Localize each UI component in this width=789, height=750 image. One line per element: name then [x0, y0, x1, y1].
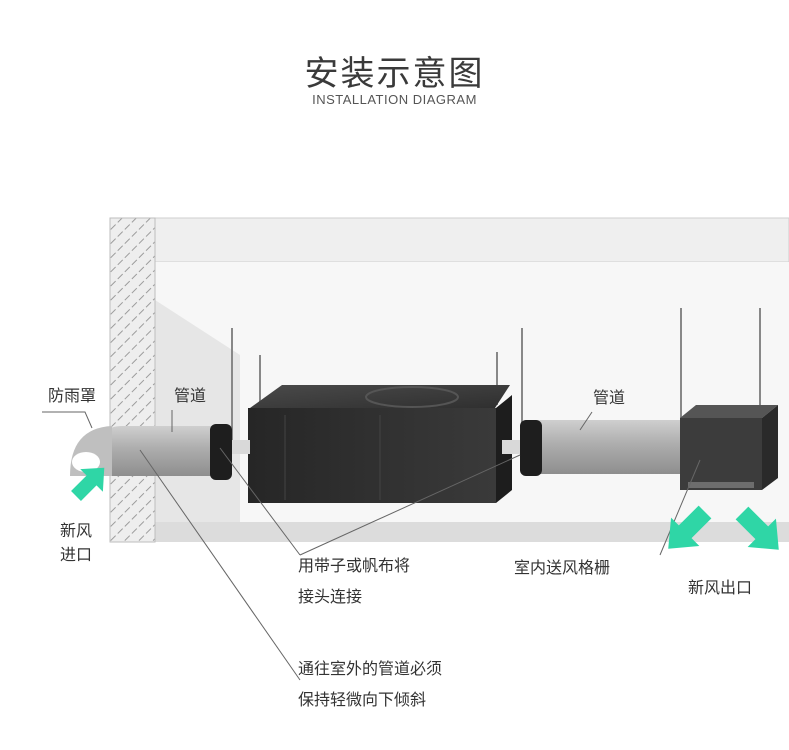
left-duct-label: 管道 — [174, 386, 207, 405]
page-title: 安装示意图 — [304, 54, 485, 94]
inlet-arrow-icon — [71, 467, 105, 501]
fresh-air-inlet-label-line2: 进口 — [60, 545, 93, 564]
indoor-grille-box — [680, 405, 778, 490]
outlet-arrow-right-icon — [735, 506, 779, 550]
tape-connection-note-line2: 接头连接 — [298, 587, 363, 606]
outlet-arrow-left-icon — [668, 505, 712, 549]
fresh-air-inlet-label-line1: 新风 — [60, 521, 93, 540]
ceiling-slab — [109, 217, 789, 263]
outer-wall-hatched — [109, 217, 156, 543]
left-duct — [70, 424, 232, 480]
right-duct — [520, 420, 683, 476]
rain-cover — [100, 426, 222, 476]
ventilation-unit — [232, 385, 520, 503]
fresh-air-outlet-label: 新风出口 — [688, 578, 753, 597]
airflow-arrows — [71, 467, 779, 550]
rain-cover-label: 防雨罩 — [48, 386, 97, 405]
indoor-grille-label: 室内送风格栅 — [514, 558, 611, 577]
slope-note-line2: 保持轻微向下倾斜 — [298, 690, 427, 709]
unit-front — [248, 408, 496, 503]
page-subtitle: INSTALLATION DIAGRAM — [312, 92, 477, 107]
right-duct-label: 管道 — [593, 388, 626, 407]
floor-ledge — [155, 522, 789, 542]
unit-top-panel — [365, 386, 459, 408]
leader-lines — [42, 410, 701, 681]
tape-connection-note-line1: 用带子或帆布将 — [298, 556, 411, 575]
slope-note-line1: 通往室外的管道必须 — [298, 659, 443, 678]
